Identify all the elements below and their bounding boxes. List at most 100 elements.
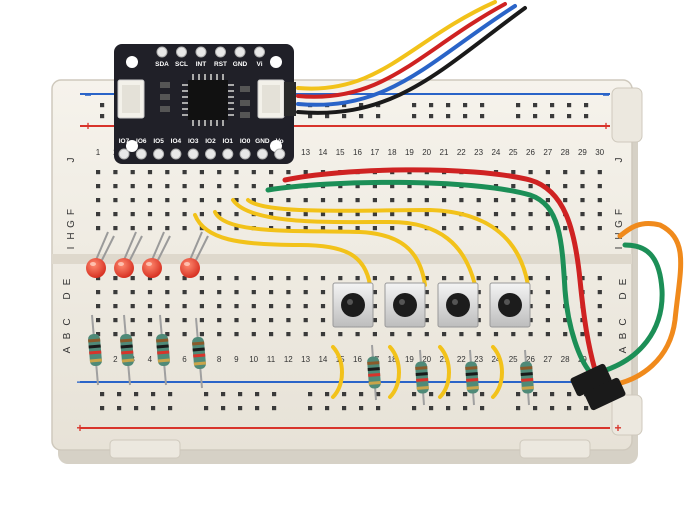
row-letter-right: C <box>618 318 629 325</box>
breadboard-hole <box>182 332 187 337</box>
breadboard-hole <box>424 318 429 323</box>
rail-hole <box>255 406 260 411</box>
column-number-bottom: 4 <box>148 355 153 364</box>
breadboard-hole <box>147 318 153 323</box>
breadboard-hole <box>597 212 602 217</box>
rail-hole <box>238 406 243 411</box>
column-number-top: 24 <box>491 148 500 157</box>
breadboard-hole <box>580 184 585 189</box>
breadboard-hole <box>528 290 533 295</box>
breadboard-hole <box>234 304 239 309</box>
breadboard-hole <box>355 276 360 281</box>
row-letter-left: D <box>62 292 73 299</box>
led-icon <box>142 258 162 278</box>
pcb-pin-label-top: GND <box>233 61 248 68</box>
rail-hole <box>429 114 434 119</box>
breadboard-hole <box>338 184 343 189</box>
column-number-bottom: 8 <box>217 355 222 364</box>
resistor-icon <box>415 349 429 406</box>
breadboard-hole <box>165 276 170 281</box>
rail-hole <box>533 406 538 411</box>
column-number-bottom: 11 <box>267 355 276 364</box>
breadboard-hole <box>545 226 550 231</box>
breadboard-hole <box>493 198 499 203</box>
rail-hole <box>584 114 589 119</box>
breadboard-hole <box>442 226 447 231</box>
breadboard-hole <box>597 226 602 231</box>
breadboard-hole <box>269 184 274 189</box>
column-number-top: 14 <box>318 148 327 157</box>
breadboard-hole <box>269 212 274 217</box>
column-number-bottom: 14 <box>318 355 327 364</box>
breadboard-hole <box>580 332 585 337</box>
pcb-pin-label-top: SCL <box>175 61 188 68</box>
breadboard-hole <box>424 332 429 337</box>
breadboard-hole <box>338 212 343 217</box>
column-number-top: 26 <box>526 148 535 157</box>
breadboard-hole <box>182 170 187 175</box>
rail-hole <box>325 392 330 397</box>
breadboard-hole <box>182 226 187 231</box>
rail-hole <box>429 103 434 108</box>
breadboard-hole <box>147 290 153 295</box>
breadboard-hole <box>338 332 343 337</box>
breadboard-hole <box>130 290 135 295</box>
breadboard-hole <box>372 290 377 295</box>
breadboard-hole <box>407 276 412 281</box>
breadboard-hole <box>269 198 274 203</box>
row-letter-left: B <box>62 332 73 339</box>
rail-hole <box>567 114 572 119</box>
rail-hole <box>100 406 105 411</box>
pushbutton-icon[interactable] <box>489 282 531 328</box>
module-wires <box>296 0 527 115</box>
breadboard-hole <box>459 332 464 337</box>
breadboard-hole <box>199 318 204 323</box>
breadboard-hole <box>476 290 481 295</box>
rail-hole <box>412 406 417 411</box>
breadboard-hole <box>459 276 464 281</box>
pushbutton-icon[interactable] <box>384 282 426 328</box>
breadboard-hole <box>355 212 360 217</box>
breadboard-hole <box>251 198 256 203</box>
breadboard-hole <box>113 184 118 189</box>
breadboard-hole <box>320 290 326 295</box>
breadboard-hole <box>390 276 395 281</box>
breadboard-hole <box>251 276 256 281</box>
breadboard-hole <box>269 332 274 337</box>
green-wire-side <box>597 242 665 375</box>
column-number-bottom: 28 <box>561 355 570 364</box>
breadboard-hole <box>217 226 222 231</box>
breadboard-hole <box>303 212 308 217</box>
rail-hole <box>412 392 417 397</box>
pushbutton-icon[interactable] <box>437 282 479 328</box>
column-number-bottom: 10 <box>249 355 258 364</box>
rail-hole <box>516 406 521 411</box>
breadboard-hole <box>528 226 533 231</box>
breadboard-hole <box>563 184 568 189</box>
row-letter-left: I <box>66 247 77 250</box>
pushbutton-icon[interactable] <box>332 282 374 328</box>
breadboard-hole <box>113 276 118 281</box>
rail-hole <box>446 103 451 108</box>
rail-minus-top-left: − <box>84 88 91 102</box>
column-number-top: 27 <box>543 148 552 157</box>
column-number-top: 30 <box>595 148 604 157</box>
breadboard-hole <box>424 290 429 295</box>
pcb-pin-label-bottom: IO3 <box>188 138 199 145</box>
rail-hole <box>376 114 381 119</box>
breadboard-hole <box>286 304 291 309</box>
breadboard-hole <box>251 290 256 295</box>
breadboard-hole <box>545 170 550 175</box>
breadboard-hole <box>545 332 550 337</box>
breadboard-hole <box>597 198 602 203</box>
rail-hole <box>255 392 260 397</box>
rail-minus-top-right: − <box>602 88 609 102</box>
rail-hole <box>480 114 485 119</box>
led-icon <box>114 258 134 278</box>
pcb-pin-label-top: INT <box>196 61 207 68</box>
breadboard-hole <box>147 276 153 281</box>
rail-hole <box>221 406 226 411</box>
breadboard-hole <box>251 332 256 337</box>
breadboard-hole <box>234 170 239 175</box>
breadboard-hole <box>217 276 222 281</box>
